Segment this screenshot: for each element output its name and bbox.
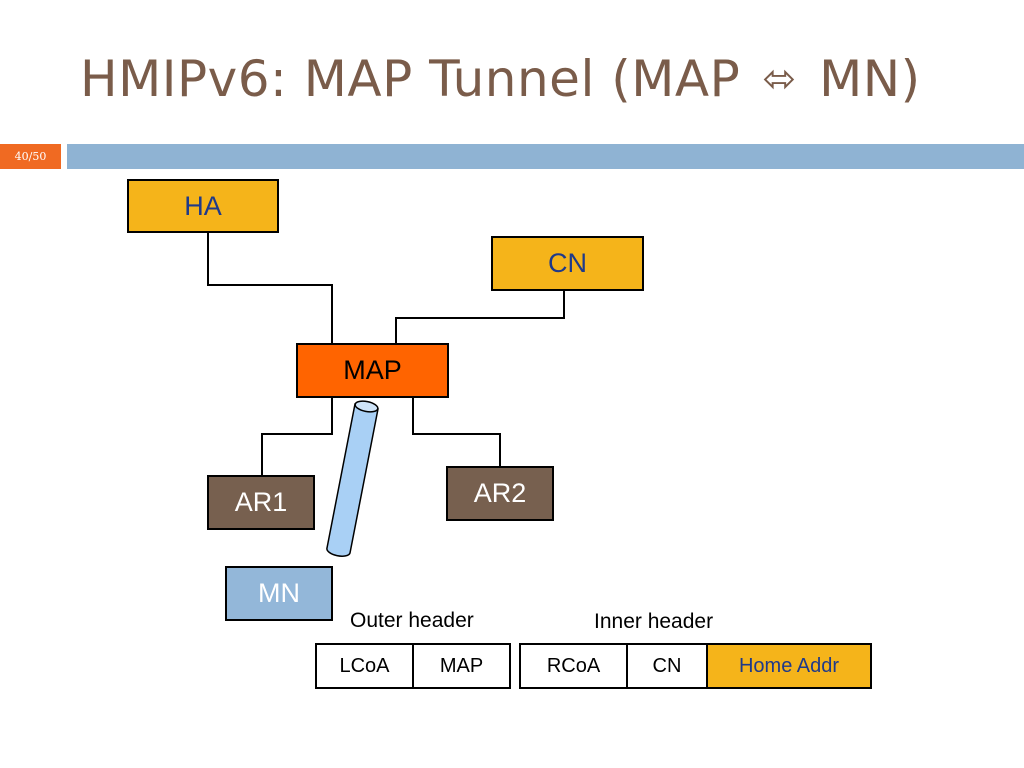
inner-cell-home-addr: Home Addr (706, 643, 872, 689)
title-right-text: MN) (819, 50, 921, 108)
page-number-badge: 40/50 (0, 144, 61, 169)
link-map-ar1 (261, 397, 333, 476)
map-mn-tunnel (326, 400, 379, 557)
node-cn: CN (491, 236, 644, 291)
title-divider-bar (67, 144, 1024, 169)
outer-cell-map: MAP (412, 643, 511, 689)
inner-cell-rcoa: RCoA (519, 643, 628, 689)
inner-header-label: Inner header (594, 610, 714, 633)
link-map-ar2 (412, 397, 501, 467)
link-cn-map (395, 290, 565, 344)
node-mn: MN (225, 566, 333, 621)
node-ha: HA (127, 179, 279, 233)
slide-title: HMIPv6: MAP Tunnel (MAP ⬄ MN) (80, 50, 921, 108)
outer-header-label: Outer header (350, 609, 474, 632)
link-ha-map (207, 232, 333, 344)
node-ar2: AR2 (446, 466, 554, 521)
node-map: MAP (296, 343, 449, 398)
outer-cell-lcoa: LCoA (315, 643, 414, 689)
node-ar1: AR1 (207, 475, 315, 530)
inner-cell-cn: CN (626, 643, 708, 689)
double-arrow-icon: ⬄ (762, 56, 797, 102)
title-left-text: HMIPv6: MAP Tunnel (MAP (80, 50, 741, 108)
